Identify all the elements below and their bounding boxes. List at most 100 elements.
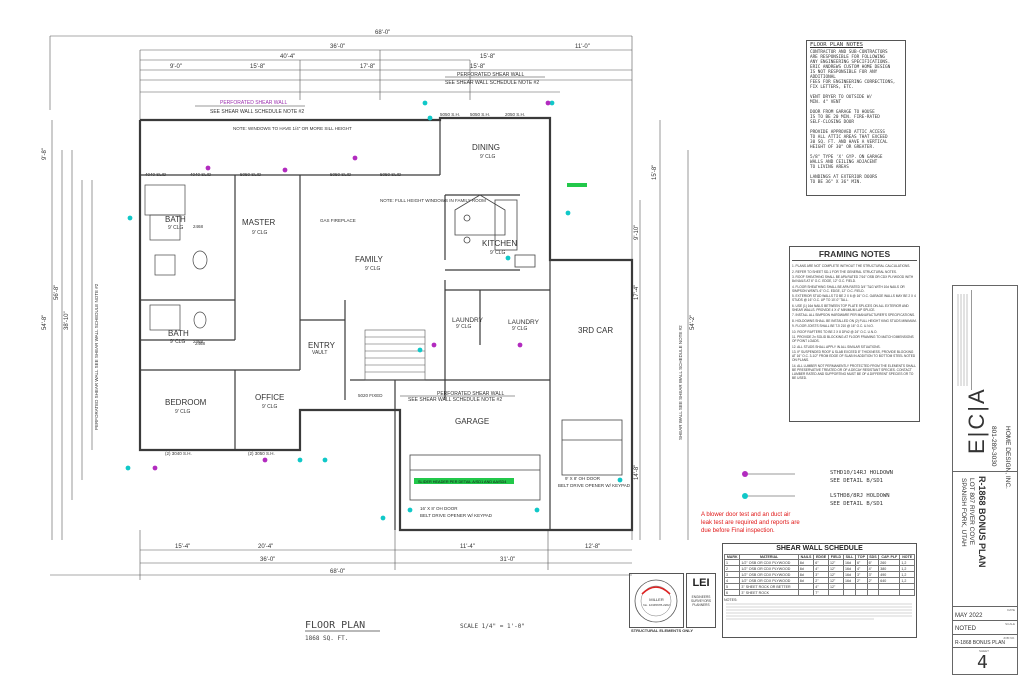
framing-note-item: 12. ALL STUDS SHALL APPLY IN ALL SIMILAR… xyxy=(792,344,881,349)
top-dim3-d: 15'-8" xyxy=(470,64,485,70)
framing-note-item: 8. HOLDOWNS SHALL BE INSTALLED ON (2) FU… xyxy=(792,318,917,323)
framing-notes-title: FRAMING NOTES xyxy=(792,249,917,261)
shear-label-perf-bottom: PERFORATED SHEAR WALL xyxy=(437,391,504,397)
room-kitchen: KITCHEN xyxy=(482,239,517,248)
shear-wall-cell xyxy=(797,589,815,596)
right-dim-b: 9'-10" xyxy=(634,225,640,240)
top-dim3-c: 17'-8" xyxy=(360,64,375,70)
floor-plan-note-line: PROVIDE APPROVED ATTIC ACCESS xyxy=(810,130,886,135)
framing-note-item: 2. REFER TO SHEET SD-1 FOR THE GENERAL S… xyxy=(792,269,897,274)
structural-only-label: STRUCTURAL ELEMENTS ONLY xyxy=(631,628,694,633)
framing-note-item: 4. FLOOR SHEATHING SHALL BE APA RATED 3/… xyxy=(792,284,905,293)
date-value: MAY 2022 xyxy=(955,613,983,619)
job-label: JOB NO. xyxy=(1002,636,1015,640)
garage-opener-2: BELT DRIVE OPENER W/ KEYPAD xyxy=(558,483,631,488)
door-label-2: 9' X 8' OH DOOR xyxy=(565,476,601,481)
framing-note-item: 13. IF SUSPENDED ROOF & SLAB EXCEED 8" T… xyxy=(792,350,916,362)
room-office: OFFICE xyxy=(255,393,284,402)
shear-wall-cell: 7" xyxy=(813,589,829,596)
left-dim-c: 56'-8" xyxy=(54,285,60,300)
right-dim-e: 14'-8" xyxy=(634,465,640,480)
company-name: HOME DESIGN, INC. xyxy=(1004,426,1011,489)
slider-header-note: SLIDER HEADER PER DETAIL A/SD1 AND AA/SD… xyxy=(418,480,506,484)
floor-plan-note-line: ERIC ANDREWS CUSTOM HOME DESIGN xyxy=(810,65,891,70)
project-address-2: SPANISH FORK, UTAH xyxy=(960,478,967,547)
room-master-clg: 9' CLG xyxy=(252,230,268,236)
shear-wall-header-cell: SDS xyxy=(866,554,880,560)
bottom-dim-b: 20'-4" xyxy=(258,544,273,550)
left-dimension-lines xyxy=(51,120,93,540)
window-label-6: 4040 SLID xyxy=(190,172,212,177)
bottom-dim2-a: 36'-0" xyxy=(260,557,275,563)
floor-plan-note-line: VENT DRYER TO OUTSIDE W/ xyxy=(810,95,873,100)
slider-header-highlight xyxy=(414,478,514,484)
top-dim-b: 15'-8" xyxy=(480,54,495,60)
door-label-1: 16' X 8' OH DOOR xyxy=(420,506,458,511)
shear-note-left: SEE SHEAR WALL SCHEDULE NOTE #2 xyxy=(210,109,304,115)
window-label-5: 4040 SLID xyxy=(145,172,167,177)
top-dim3-a: 9'-0" xyxy=(170,64,182,70)
framing-note-item: 6. USE (1) 16d NAILS BETWEEN TOP PLATE S… xyxy=(792,303,909,312)
window-label-7: (2) 3040 S.H. xyxy=(165,451,192,456)
bottom-dim2-b: 31'-0" xyxy=(500,557,515,563)
sheet-label: SHEET xyxy=(979,649,990,653)
room-office-clg: 9' CLG xyxy=(262,404,278,410)
fireplace-note: GAS FIREPLACE xyxy=(320,218,356,223)
shear-labels-top: PERFORATED SHEAR WALL SEE SHEAR WALL SCH… xyxy=(195,72,545,115)
floor-plan-notes-box: FLOOR PLAN NOTES CONTRACTOR AND SUB-CONT… xyxy=(806,40,906,196)
framing-note-item: 5. EXTERIOR STUD WALLS TO BE 2 X 6 @ 16"… xyxy=(792,294,916,302)
engineer-seal-icon xyxy=(634,579,678,623)
left-dim-b: 54'-8" xyxy=(42,315,48,330)
top-dimension-lines xyxy=(49,35,633,120)
plan-title: FLOOR PLAN xyxy=(305,620,365,631)
bottom-overall-dim: 68'-0" xyxy=(330,569,345,575)
shear-label-right-vertical: SHEAR WALL SEE SHEAR WALL SCHEDULE NOTE … xyxy=(678,325,683,440)
right-dim-c: 17'-4" xyxy=(634,285,640,300)
shear-wall-cell xyxy=(866,589,880,596)
holdown-legend-1-b: SEE DETAIL B/SD1 xyxy=(830,478,883,484)
holdown-legend-1-a: STHD10/14RJ HOLDOWN xyxy=(830,470,893,476)
room-bedroom: BEDROOM xyxy=(165,398,207,407)
blower-door-note: A blower door test and an duct air leak … xyxy=(701,512,800,534)
date-label: DATE xyxy=(1007,608,1015,612)
lei-line-2: SURVEYORS xyxy=(691,599,711,603)
shear-label-left-vertical: PERFORATED SHEAR WALL SEE SHEAR WALL SCH… xyxy=(94,283,99,430)
room-garage: GARAGE xyxy=(455,417,489,426)
lei-logo: LEI xyxy=(692,577,710,589)
window-sill-note: NOTE: WINDOWS TO HAVE 1/4" OR MORE SILL … xyxy=(233,126,352,131)
room-bedroom-clg: 9' CLG xyxy=(175,409,191,415)
designer-fineprint xyxy=(955,290,972,390)
shear-wall-cell xyxy=(827,589,844,596)
shear-wall-header-cell: CAP. PLF xyxy=(878,554,901,560)
room-family-clg: 9' CLG xyxy=(365,266,381,272)
bottom-dim-a: 15'-4" xyxy=(175,544,190,550)
framing-notes-box: FRAMING NOTES 1. PLANS ARE NOT COMPLETE … xyxy=(789,246,920,422)
shear-wall-notes-fineprint xyxy=(726,603,912,620)
shear-note-top: SEE SHEAR WALL SCHEDULE NOTE #2 xyxy=(445,80,539,86)
floor-plan-note-line: IS NOT RESPONSIBLE FOR ANY ADDITIONAL xyxy=(810,70,878,80)
shear-wall-cell: 3" SHEET ROCK xyxy=(739,589,799,596)
room-master: MASTER xyxy=(242,218,276,227)
bottom-dim-c: 11'-4" xyxy=(460,544,475,550)
scale-label: SCALE xyxy=(1005,622,1015,626)
project-title: R-1868 BONUS PLAN xyxy=(977,476,987,568)
lei-line-3: PLANNERS xyxy=(692,603,710,607)
lei-stamp: LEI ENGINEERS SURVEYORS PLANNERS xyxy=(686,573,716,628)
right-dim-d: 54'-2" xyxy=(690,315,696,330)
room-family: FAMILY xyxy=(355,255,384,264)
window-label-9: 5050 S.H. xyxy=(440,112,460,117)
shear-wall-schedule-title: SHEAR WALL SCHEDULE xyxy=(776,545,863,552)
floor-plan-note-line: SELF-CLOSING DOOR xyxy=(810,120,854,125)
top-dim3-b: 15'-8" xyxy=(250,64,265,70)
plan-area: 1868 SQ. FT. xyxy=(305,635,348,642)
framing-notes-items: 1. PLANS ARE NOT COMPLETE WITHOUT THE ST… xyxy=(792,264,917,380)
scale-value: NOTED xyxy=(955,626,976,632)
floor-plan-note-line: CONTRACTOR AND SUB-CONTRACTORS xyxy=(810,50,888,55)
window-label-4: 5050 S.H. xyxy=(470,112,490,117)
shear-note-bottom: SEE SHEAR WALL SCHEDULE NOTE #2 xyxy=(408,397,502,403)
room-bath-1: BATH xyxy=(165,215,186,224)
plan-scale: SCALE 1/4" = 1'-0" xyxy=(460,623,525,630)
framing-note-item: 14. ALL LUMBER NOT PERMANENTLY PROTECTED… xyxy=(792,363,916,380)
